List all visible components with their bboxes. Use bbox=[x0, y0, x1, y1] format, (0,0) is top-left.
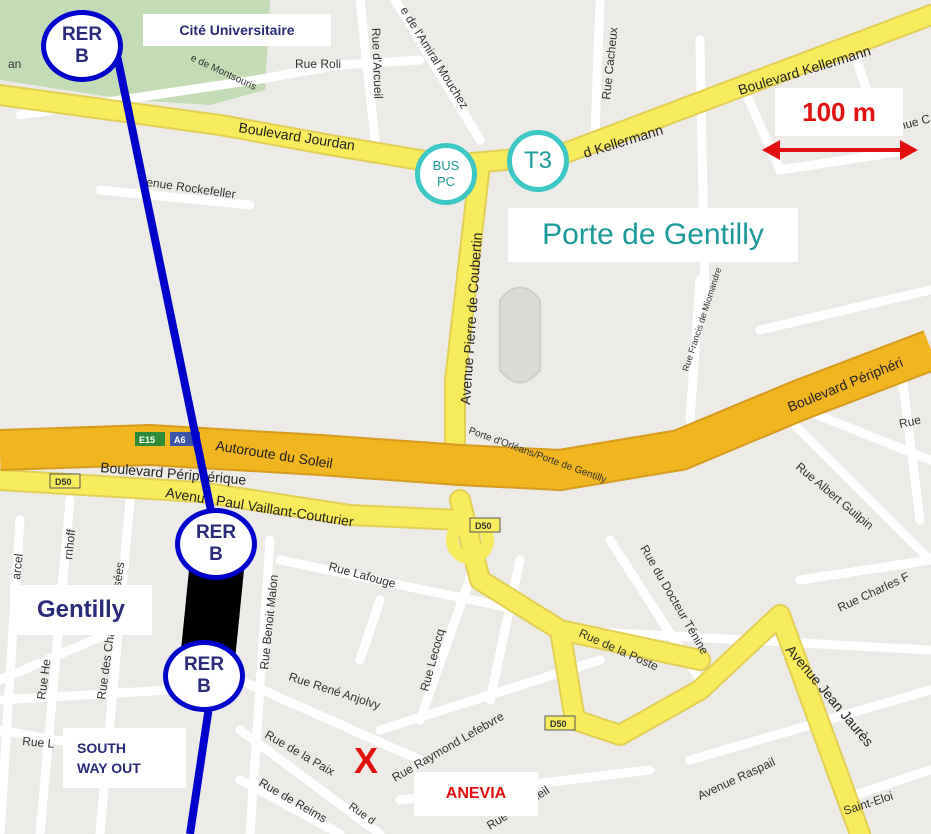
gentilly-text: Gentilly bbox=[36, 596, 126, 623]
rer-b-station-cite-universitaire[interactable]: RER B bbox=[41, 10, 123, 82]
road-label-rue-right-edge: Rue bbox=[898, 413, 923, 431]
shield-d50-south-label: D50 bbox=[550, 719, 567, 729]
label-scale: 100 m bbox=[775, 88, 903, 136]
destination-marker[interactable]: X bbox=[354, 740, 379, 781]
tram-label: T3 bbox=[523, 147, 552, 174]
shield-d50-west: D50 bbox=[49, 473, 81, 489]
rer-b-line-south bbox=[186, 699, 214, 834]
label-cite-universitaire: Cité Universitaire bbox=[143, 14, 331, 46]
scale-bar bbox=[762, 140, 918, 160]
bus-line1: BUS bbox=[432, 158, 460, 173]
highway bbox=[0, 332, 931, 490]
road-label-an: an bbox=[8, 57, 21, 71]
south-way-out-line1: SOUTH bbox=[77, 740, 126, 756]
label-porte-de-gentilly: Porte de Gentilly bbox=[508, 208, 798, 262]
shield-a6-label: A6 bbox=[174, 435, 186, 445]
shield-d50-center: D50 bbox=[469, 517, 501, 533]
bus-pc-stop[interactable]: BUS PC bbox=[415, 143, 477, 205]
rer-b-station-gentilly-south[interactable]: RER B bbox=[163, 640, 245, 712]
rer-top-line2: B bbox=[75, 46, 89, 67]
road-label-rue-marcel: arcel bbox=[9, 553, 26, 580]
road-label-rue-darcueil-top: Rue d'Arcueil bbox=[369, 28, 385, 99]
major-roads bbox=[0, 6, 931, 834]
rer-bottom-line2: B bbox=[197, 676, 211, 697]
scale-text: 100 m bbox=[802, 96, 876, 127]
rer-platform bbox=[180, 560, 245, 660]
stadium-shape bbox=[499, 286, 541, 384]
label-anevia: ANEVIA bbox=[414, 772, 538, 816]
shield-e15-label: E15 bbox=[139, 435, 155, 445]
porte-de-gentilly-text: Porte de Gentilly bbox=[542, 218, 764, 251]
road-label-rue-l: Rue L bbox=[22, 734, 55, 751]
cite-universitaire-text: Cité Universitaire bbox=[179, 22, 295, 38]
rer-middle-line2: B bbox=[209, 544, 223, 565]
tram-t3-stop[interactable]: T3 bbox=[507, 130, 569, 192]
rer-bottom-line1: RER bbox=[183, 654, 225, 675]
rer-b-station-gentilly-north[interactable]: RER B bbox=[175, 508, 257, 580]
shield-e15: E15 bbox=[135, 432, 165, 446]
road-label-rue-henri: Rue He bbox=[34, 658, 54, 701]
rer-middle-line1: RER bbox=[195, 522, 237, 543]
shield-d50-west-label: D50 bbox=[55, 477, 72, 487]
shield-d50-center-label: D50 bbox=[475, 521, 492, 531]
label-gentilly: Gentilly bbox=[10, 585, 152, 635]
anevia-text: ANEVIA bbox=[445, 785, 507, 802]
bus-line2: PC bbox=[436, 174, 456, 189]
road-label-rue-lafouge: Rue Lafouge bbox=[327, 559, 397, 590]
road-label-rue-roli: Rue Roli bbox=[295, 57, 341, 71]
south-way-out-line2: WAY OUT bbox=[77, 760, 141, 776]
shield-d50-south: D50 bbox=[544, 715, 576, 731]
rer-top-line1: RER bbox=[61, 24, 103, 45]
road-label-rue-rohnhoff: rnhoff bbox=[61, 528, 78, 560]
road-label-avenue-raspail: Avenue Raspail bbox=[695, 755, 777, 803]
label-south-way-out: SOUTH WAY OUT bbox=[63, 728, 186, 788]
